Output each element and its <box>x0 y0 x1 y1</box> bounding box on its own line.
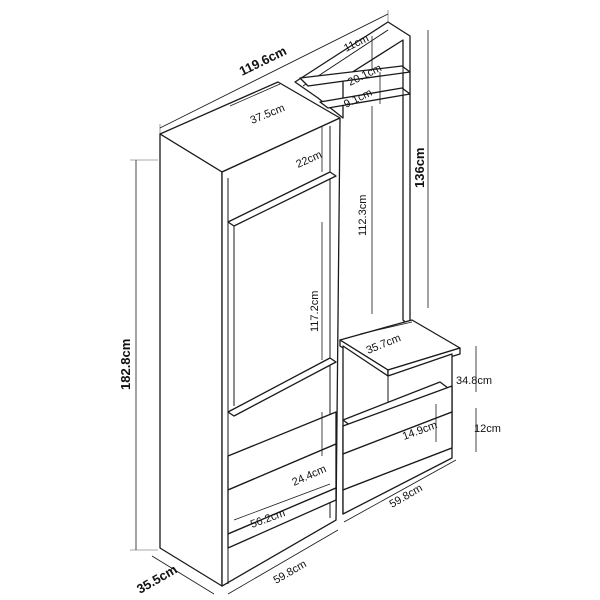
label-bench-height-horizontal: 34.8cm <box>456 375 492 387</box>
wardrobe-middle-shelf <box>227 357 337 417</box>
upper-shelf <box>299 65 411 87</box>
wardrobe-unit <box>159 81 341 587</box>
label-back-panel-inner: 112.3cm <box>357 195 369 236</box>
label-left-width: 59.8cm <box>272 558 309 586</box>
label-total-width: 119.6cm <box>237 43 289 79</box>
bench-unit <box>339 319 461 515</box>
label-depth-bottom: 35.5cm <box>134 562 180 597</box>
label-height-total: 182.8cm <box>118 339 133 390</box>
hanging-rail <box>319 87 411 109</box>
dimension-lines <box>130 10 477 595</box>
wardrobe-side <box>159 133 223 587</box>
back-panel <box>294 21 411 327</box>
wardrobe-plinth <box>227 487 337 549</box>
label-hanging-height: 117.2cm <box>309 291 321 332</box>
label-rail-gap: 9.1cm <box>342 87 374 111</box>
wardrobe-top-shelf <box>227 171 337 227</box>
label-plinth-height: 12cm <box>474 423 501 435</box>
label-back-panel-height: 136cm <box>412 148 427 188</box>
